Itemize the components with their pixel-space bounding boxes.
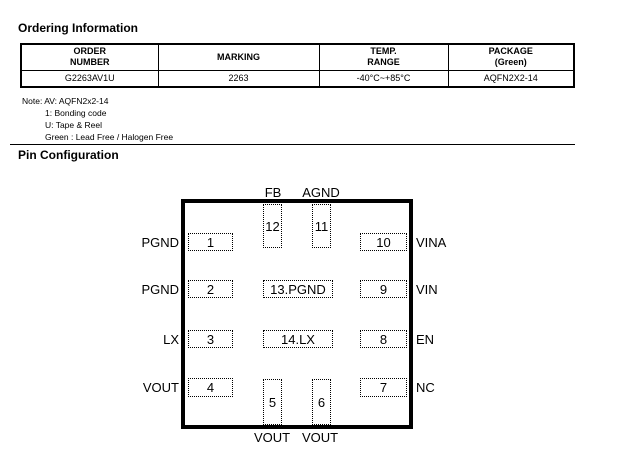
pad-pin3: 3	[188, 330, 233, 348]
pin11-name-label: AGND	[302, 185, 340, 200]
package-outline	[181, 199, 413, 429]
pad-pin1-number: 1	[206, 234, 215, 250]
pad-pin4-number: 4	[206, 380, 215, 395]
pad-pin7: 7	[360, 378, 407, 397]
pad-pin11-number: 11	[314, 218, 329, 234]
pin9-name-label: VIN	[416, 281, 438, 297]
col-header-package-line1: PACKAGE	[488, 46, 533, 57]
cell-marking: 2263	[157, 69, 320, 88]
pad-pin10: 10	[360, 233, 407, 251]
pin3-name-label: LX	[163, 331, 179, 347]
pad-pin12: 12	[263, 204, 282, 248]
note-line-3: U: Tape & Reel	[45, 120, 103, 130]
pad-pin2-number: 2	[206, 281, 215, 297]
col-header-order-number-line2: NUMBER	[70, 57, 110, 68]
cell-order-number: G2263AV1U	[20, 69, 159, 88]
pin1-name-label: PGND	[141, 234, 179, 250]
col-header-order-number: ORDER NUMBER	[20, 43, 159, 71]
pin-configuration-title: Pin Configuration	[18, 148, 119, 162]
pin4-name-label: VOUT	[142, 380, 179, 395]
cell-temp-range: -40°C~+85°C	[318, 69, 449, 88]
pin2-name-label: PGND	[141, 281, 179, 297]
col-header-temp-range: TEMP. RANGE	[318, 43, 449, 71]
pad-pin2: 2	[188, 280, 233, 298]
pad-pin10-number: 10	[376, 234, 391, 250]
cell-package: AQFN2X2-14	[447, 69, 575, 88]
pad-pin13: 13.PGND	[263, 280, 333, 298]
note-line-2: 1: Bonding code	[45, 108, 107, 118]
pad-pin9: 9	[360, 280, 407, 298]
pin6-name-label: VOUT	[301, 430, 339, 445]
note-line-4: Green : Lead Free / Halogen Free	[45, 132, 174, 142]
pad-pin14: 14.LX	[263, 330, 333, 348]
pad-pin8-number: 8	[379, 331, 388, 347]
ordering-table-data-row: G2263AV1U 2263 -40°C~+85°C AQFN2X2-14	[20, 69, 575, 88]
pin12-name-label: FB	[264, 185, 282, 200]
pad-pin8: 8	[360, 330, 407, 348]
ordering-information-title: Ordering Information	[18, 21, 138, 35]
pin10-name-label: VINA	[416, 234, 447, 250]
col-header-temp-range-line2: RANGE	[367, 57, 400, 68]
ordering-table-header-row: ORDER NUMBER MARKING TEMP. RANGE PACKAGE…	[20, 43, 575, 71]
pad-pin6: 6	[312, 379, 331, 425]
ordering-table: ORDER NUMBER MARKING TEMP. RANGE PACKAGE…	[20, 43, 575, 88]
col-header-package-line2: (Green)	[494, 57, 527, 68]
pin8-name-label: EN	[416, 331, 435, 347]
pin7-name-label: NC	[416, 380, 435, 395]
pad-pin7-number: 7	[379, 380, 388, 395]
pad-pin4: 4	[188, 378, 233, 397]
pad-pin5-number: 5	[268, 394, 277, 410]
pad-pin12-number: 12	[265, 218, 280, 234]
pad-pin11: 11	[312, 204, 331, 248]
ordering-note: Note: AV: AQFN2x2-14 1: Bonding code U: …	[22, 95, 173, 143]
section-divider-line	[10, 144, 575, 145]
pad-pin9-number: 9	[379, 281, 388, 297]
col-header-order-number-line1: ORDER	[73, 46, 106, 57]
pad-pin13-number: 13.PGND	[270, 281, 326, 297]
pad-pin14-number: 14.LX	[281, 331, 315, 347]
pad-pin3-number: 3	[206, 331, 215, 347]
pad-pin6-number: 6	[317, 394, 326, 410]
note-line-1: Note: AV: AQFN2x2-14	[22, 96, 109, 106]
col-header-marking: MARKING	[157, 43, 320, 71]
pad-pin5: 5	[263, 379, 282, 425]
col-header-package: PACKAGE (Green)	[447, 43, 575, 71]
col-header-marking-line1: MARKING	[217, 51, 260, 62]
pin5-name-label: VOUT	[253, 430, 291, 445]
col-header-temp-range-line1: TEMP.	[370, 46, 397, 57]
pad-pin1: 1	[188, 233, 233, 251]
